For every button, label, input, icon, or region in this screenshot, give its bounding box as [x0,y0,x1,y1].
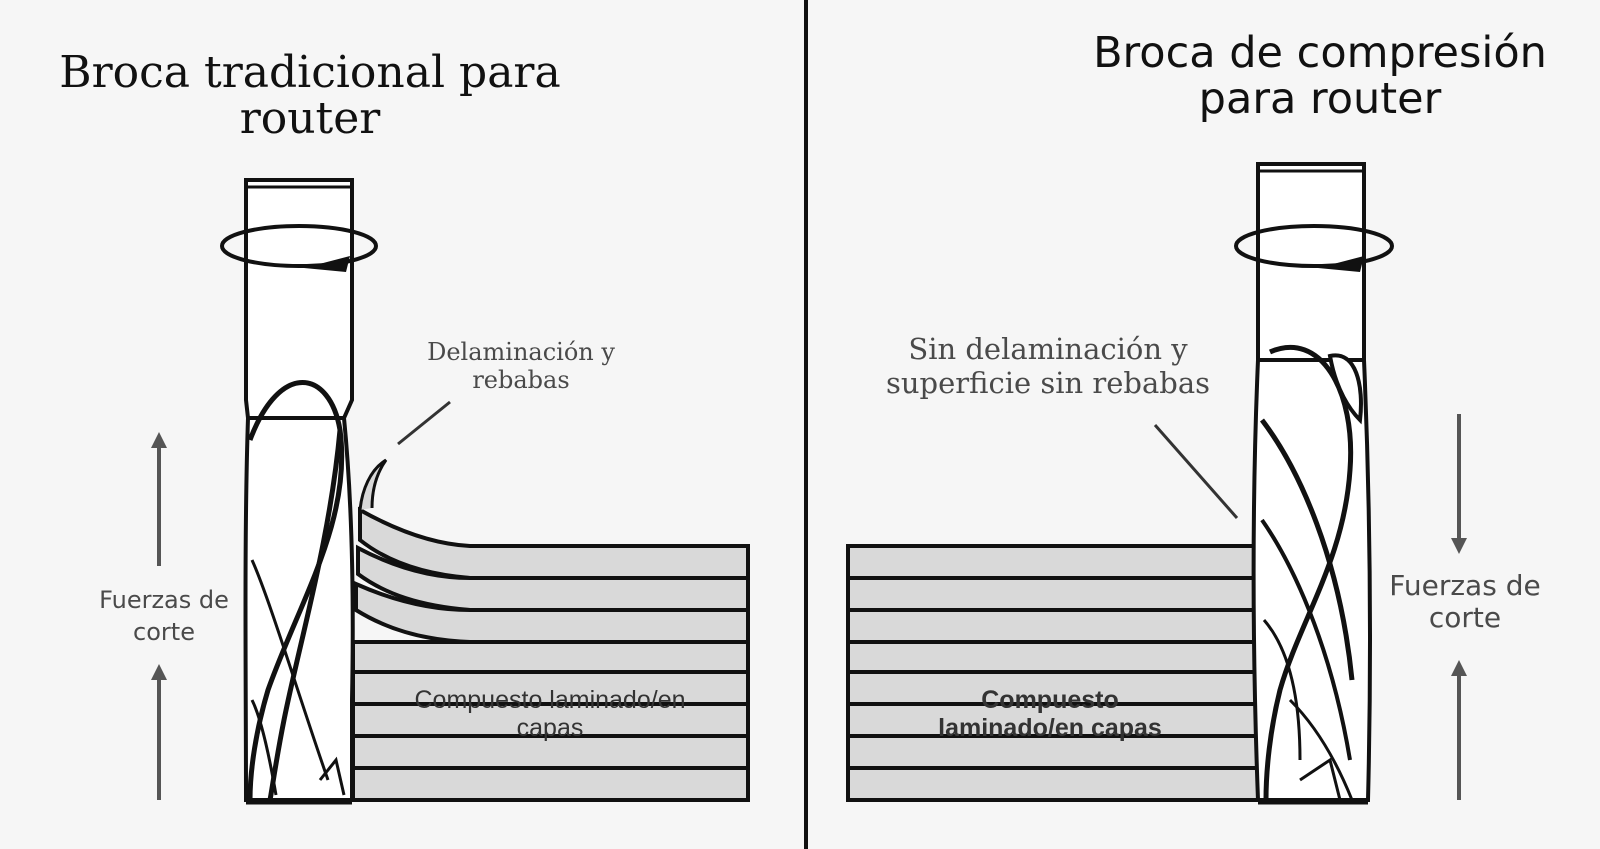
right-router-bit [1234,162,1394,802]
left-title-line1: Broca tradicional para [59,47,561,98]
left-material-line2: capas [516,714,584,742]
left-title: Broca tradicional para router [20,50,600,142]
right-material-label: Compuesto laminado/en capas [905,686,1195,742]
right-callout-line2: superficie sin rebabas [885,366,1211,400]
right-callout-line1: Sin delaminación y [908,332,1188,366]
left-callout-leader [397,400,451,446]
left-forces-line1: Fuerzas de [99,586,229,614]
left-router-bit [220,178,378,802]
left-callout-label: Delaminación y rebabas [396,338,646,394]
left-forces-label: Fuerzas de corte [84,584,244,648]
right-forces-line1: Fuerzas de [1389,569,1541,602]
right-callout-label: Sin delaminación y superficie sin rebaba… [858,332,1238,400]
left-callout-line2: rebabas [472,366,570,394]
right-title-line1: Broca de compresión [1093,28,1547,78]
left-callout-line1: Delaminación y [427,338,615,366]
right-title: Broca de compresión para router [1060,30,1580,122]
left-material-line1: Compuesto laminado/en [414,686,686,714]
right-material-line2: laminado/en capas [938,714,1162,742]
left-layered-material [351,458,750,802]
left-material-label: Compuesto laminado/en capas [405,686,695,742]
left-forces-line2: corte [133,618,195,646]
right-title-line2: para router [1198,74,1442,124]
right-material-line1: Compuesto [981,686,1119,714]
right-forces-label: Fuerzas de corte [1375,570,1555,634]
right-layered-material [846,544,1260,802]
left-title-line2: router [239,93,381,144]
right-forces-line2: corte [1428,601,1502,634]
right-callout-leader [1153,424,1239,519]
